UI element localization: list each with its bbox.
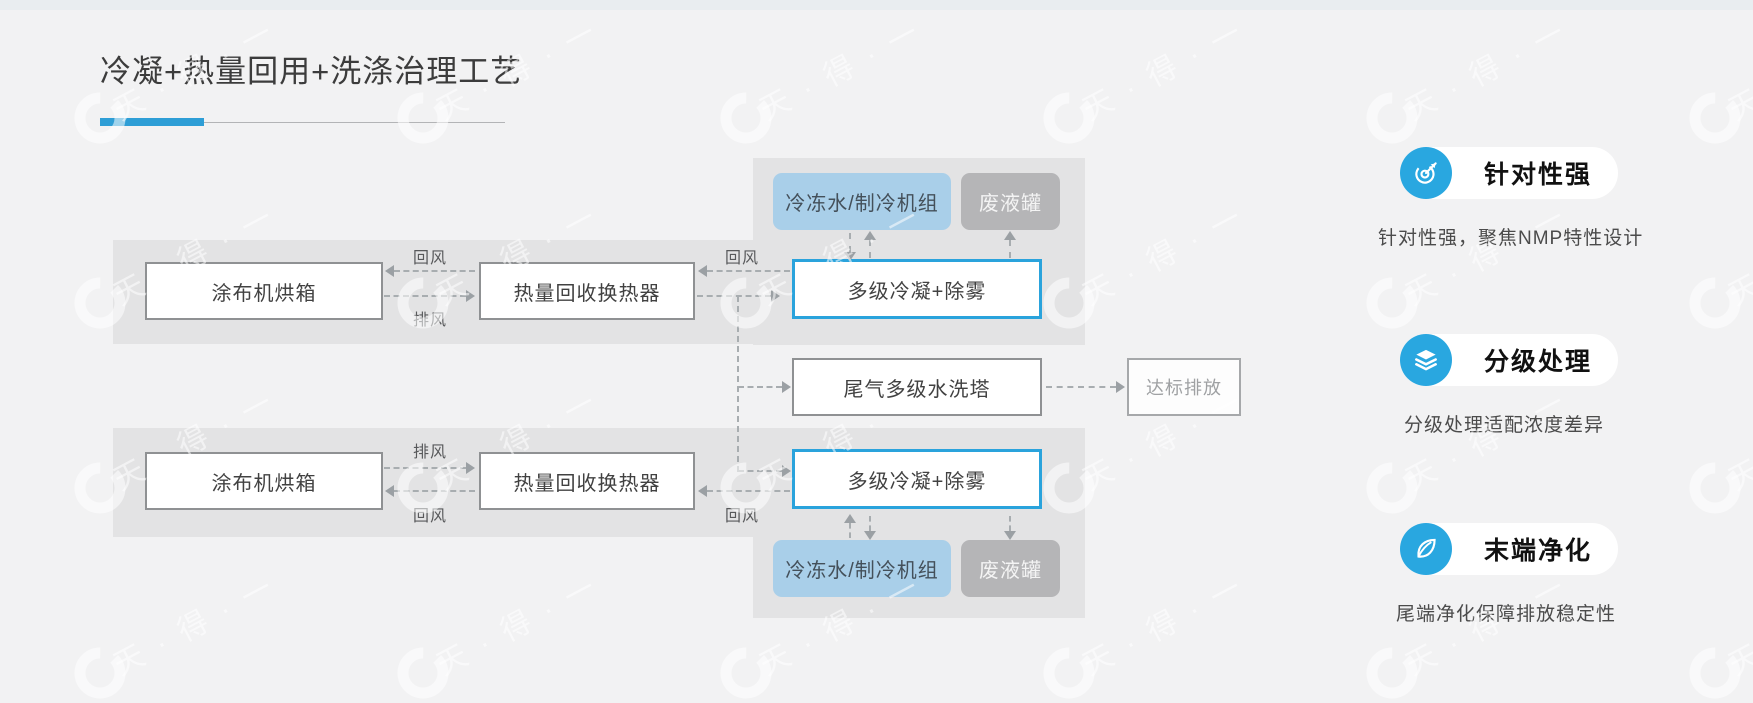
watermark-ring-icon (1366, 92, 1418, 144)
watermark-ring-icon (1689, 647, 1741, 699)
flow-trunk-line (737, 296, 739, 472)
edge-label-return-air: 回风 (412, 508, 447, 525)
feature-item-end-purify: 末端净化 尾端净化保障排放稳定性 (1396, 523, 1700, 625)
feature-desc: 针对性强，聚焦NMP特性设计 (1378, 228, 1644, 249)
watermark-ring-icon (397, 647, 449, 699)
box-condenser-bottom: 多级冷凝+除雾 (792, 449, 1042, 509)
flow-arrow-return-top1 (385, 265, 475, 277)
flow-arrow-chiller-up-bottom (844, 514, 856, 538)
box-oven-bottom: 涂布机烘箱 (145, 452, 383, 510)
edge-label-exhaust-air: 排风 (412, 312, 447, 329)
flow-arrow-return-top2 (698, 265, 790, 277)
watermark-ring-icon (1043, 92, 1095, 144)
flow-arrow-return-bottom2 (698, 485, 790, 497)
feature-title: 针对性强 (1484, 161, 1593, 189)
flow-arrow-to-condenser-bottom (738, 465, 791, 477)
flow-arrow-chiller-down-top (844, 233, 856, 261)
feature-pill: 末端净化 (1400, 523, 1618, 575)
watermark-ring-icon (1689, 92, 1741, 144)
flow-arrow-tank-bottom (1004, 516, 1016, 540)
box-waste-tank-bottom: 废液罐 (961, 540, 1060, 597)
box-chiller-bottom: 冷冻水/制冷机组 (773, 540, 951, 597)
watermark-logo: 天·得·一 (1365, 564, 1625, 703)
edge-label-return-air: 回风 (724, 250, 759, 267)
edge-label-return-air: 回风 (412, 250, 447, 267)
watermark-text: 天·得·一 (1723, 8, 1753, 128)
watermark-logo: 天·得·一 (73, 9, 333, 211)
watermark-ring-icon (1689, 462, 1741, 514)
leaf-icon (1400, 523, 1452, 575)
edge-label-exhaust-air: 排风 (412, 444, 447, 461)
watermark-logo: 天·得·一 (396, 564, 656, 703)
flow-arrow-exhaust-top2 (697, 290, 780, 302)
flow-arrow-chiller-down-bottom (864, 516, 876, 540)
watermark-text: 天·得·一 (1400, 8, 1584, 128)
target-icon (1400, 147, 1452, 199)
layers-icon (1400, 334, 1452, 386)
feature-pill: 分级处理 (1400, 334, 1618, 386)
box-scrubber: 尾气多级水洗塔 (792, 358, 1042, 416)
watermark-logo: 天·得·一 (1042, 564, 1302, 703)
box-discharge: 达标排放 (1127, 358, 1241, 416)
watermark-ring-icon (720, 92, 772, 144)
box-oven-top: 涂布机烘箱 (145, 262, 383, 320)
flow-arrow-tank-top (1004, 231, 1016, 258)
feature-item-targeted: 针对性强 针对性强，聚焦NMP特性设计 (1378, 147, 1700, 249)
watermark-text: 天·得·一 (1723, 563, 1753, 683)
box-waste-tank-top: 废液罐 (961, 173, 1060, 230)
box-heat-exchanger-top: 热量回收换热器 (479, 262, 695, 320)
watermark-text: 天·得·一 (1723, 193, 1753, 313)
watermark-text: 天·得·一 (1077, 193, 1261, 313)
watermark-logo: 天·得·一 (396, 9, 656, 211)
watermark-text: 天·得·一 (1077, 563, 1261, 683)
feature-item-staged: 分级处理 分级处理适配浓度差异 (1400, 334, 1700, 436)
flow-arrow-chiller-up-top (864, 231, 876, 258)
watermark-text: 天·得·一 (754, 8, 938, 128)
page-title: 冷凝+热量回用+洗涤治理工艺 (100, 54, 523, 89)
title-accent-bar (100, 118, 204, 126)
watermark-logo: 天·得·一 (1688, 564, 1753, 703)
feature-title: 末端净化 (1484, 537, 1593, 565)
flow-arrow-exhaust-top1 (384, 290, 475, 302)
flow-arrow-to-scrubber (738, 381, 791, 393)
flow-arrow-discharge (1046, 381, 1125, 393)
top-strip (0, 0, 1753, 10)
watermark-ring-icon (1043, 647, 1095, 699)
box-condenser-top: 多级冷凝+除雾 (792, 259, 1042, 319)
watermark-text: 天·得·一 (431, 563, 615, 683)
watermark-text: 天·得·一 (108, 563, 292, 683)
watermark-text: 天·得·一 (1723, 378, 1753, 498)
watermark-logo: 天·得·一 (719, 564, 979, 703)
watermark-ring-icon (720, 647, 772, 699)
flow-arrow-return-bottom1 (385, 485, 475, 497)
watermark-ring-icon (397, 92, 449, 144)
box-chiller-top: 冷冻水/制冷机组 (773, 173, 951, 230)
watermark-ring-icon (1366, 462, 1418, 514)
feature-title: 分级处理 (1484, 348, 1593, 376)
feature-pill: 针对性强 (1400, 147, 1618, 199)
watermark-logo: 天·得·一 (73, 564, 333, 703)
title-underline (100, 122, 505, 123)
watermark-text: 天·得·一 (1077, 8, 1261, 128)
flow-arrow-exhaust-bottom1 (384, 462, 475, 474)
watermark-ring-icon (1689, 277, 1741, 329)
watermark-ring-icon (74, 647, 126, 699)
edge-label-return-air: 回风 (724, 508, 759, 525)
box-heat-exchanger-bottom: 热量回收换热器 (479, 452, 695, 510)
feature-desc: 分级处理适配浓度差异 (1404, 415, 1605, 436)
feature-desc: 尾端净化保障排放稳定性 (1396, 604, 1617, 625)
watermark-ring-icon (1366, 647, 1418, 699)
watermark-ring-icon (1366, 277, 1418, 329)
